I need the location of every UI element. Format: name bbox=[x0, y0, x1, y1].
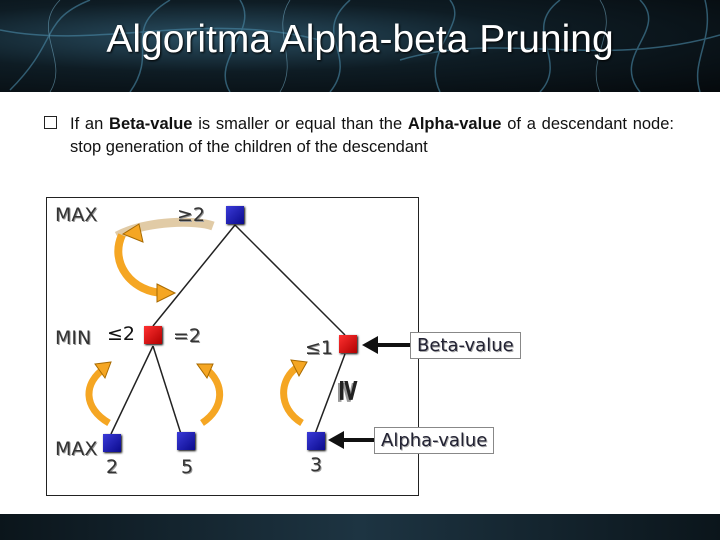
header-background-pattern bbox=[0, 0, 720, 92]
alpha-value-term: Alpha-value bbox=[407, 115, 502, 133]
game-tree-diagram: MAX ≥2 MIN ≤2 =2 ≤1 ≥ MAX 2 5 3 bbox=[46, 197, 419, 496]
leaf-node-3 bbox=[307, 432, 325, 450]
beta-value-callout: Beta-value bbox=[410, 332, 521, 359]
bullet-text-part: of a descendant node: stop generation of… bbox=[70, 115, 674, 156]
bullet-text: If an Beta-value is smaller or equal tha… bbox=[70, 113, 674, 159]
edge-min-right-leaf3 bbox=[314, 353, 346, 435]
edge-root-min-right bbox=[234, 224, 346, 336]
propagation-arrows bbox=[85, 217, 308, 427]
tree-edges bbox=[85, 217, 346, 435]
leaf-node-2 bbox=[177, 432, 195, 450]
checkbox-bullet-icon bbox=[44, 116, 57, 129]
min-right-node bbox=[339, 335, 357, 353]
leaf-node-1 bbox=[103, 434, 121, 452]
max-level-label: MAX bbox=[55, 204, 98, 226]
min-left-node bbox=[144, 326, 162, 344]
bullet-text-part: is smaller or equal than the bbox=[192, 115, 408, 133]
min-left-bound: ≤2 bbox=[107, 323, 136, 345]
max-bottom-level-label: MAX bbox=[55, 438, 98, 460]
bullet-text-part: If an bbox=[70, 115, 110, 133]
greater-equal-sign: ≥ bbox=[332, 377, 368, 404]
bullet-point: If an Beta-value is smaller or equal tha… bbox=[44, 113, 674, 159]
root-value: ≥2 bbox=[177, 204, 206, 226]
min-right-value: ≤1 bbox=[305, 337, 334, 359]
edge-root-min-left bbox=[152, 224, 236, 327]
slide-header: Algoritma Alpha-beta Pruning bbox=[0, 0, 720, 92]
alpha-value-callout: Alpha-value bbox=[374, 427, 495, 454]
leaf-value-2: 5 bbox=[181, 456, 194, 478]
slide-footer bbox=[0, 514, 720, 540]
leaf-value-3: 3 bbox=[310, 454, 323, 476]
min-level-label: MIN bbox=[55, 327, 92, 349]
page-title: Algoritma Alpha-beta Pruning bbox=[106, 18, 614, 61]
edge-min-left-leaf2 bbox=[152, 345, 182, 435]
min-left-value: =2 bbox=[173, 325, 202, 347]
leaf-value-1: 2 bbox=[106, 456, 119, 478]
beta-value-term: Beta-value bbox=[109, 115, 193, 133]
edge-min-left-leaf1 bbox=[110, 345, 154, 435]
root-max-node bbox=[226, 206, 244, 224]
